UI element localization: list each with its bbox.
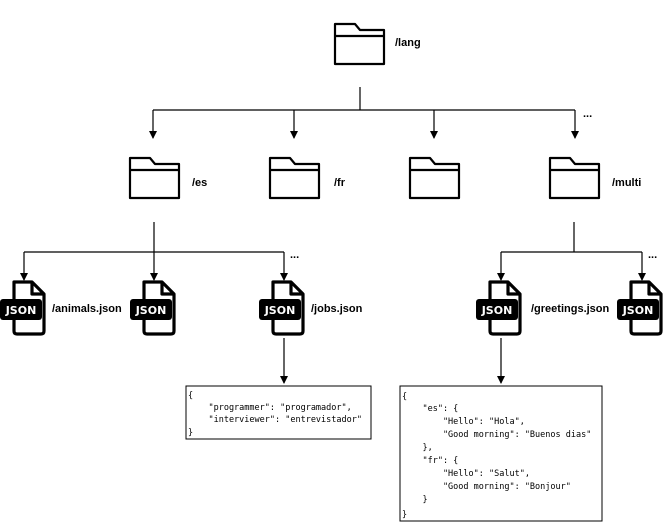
folder-icon: [333, 22, 386, 66]
json-badge: JSON: [5, 304, 37, 317]
json-badge: JSON: [622, 304, 654, 317]
code-line: "Good morning": "Buenos dias": [402, 430, 591, 440]
code-box-frame: [399, 385, 603, 522]
folder-icon: [408, 156, 461, 200]
code-line: "Hello": "Salut",: [402, 469, 530, 479]
code-line: "programmer": "programador",: [188, 403, 352, 413]
json-badge: JSON: [481, 304, 513, 317]
file-greetings-label: /greetings.json: [531, 303, 610, 315]
file-jobs-json[interactable]: JSON /jobs.json: [257, 280, 363, 336]
es-connectors: [20, 222, 288, 281]
folder-lang[interactable]: /lang: [333, 22, 421, 66]
file-greetings-json[interactable]: JSON /greetings.json: [474, 280, 610, 336]
code-line: }: [402, 495, 428, 505]
es-more-ellipsis: ...: [290, 249, 299, 261]
file-unnamed-json[interactable]: JSON: [128, 280, 176, 336]
file-jobs-label: /jobs.json: [311, 303, 363, 315]
folder-icon: [548, 156, 601, 200]
code-box-frame: [185, 385, 372, 440]
folder-es[interactable]: /es: [128, 156, 207, 200]
jobs-code-box: { "programmer": "programador", "intervie…: [185, 385, 372, 440]
folder-multi-label: /multi: [612, 177, 641, 189]
folder-es-label: /es: [192, 177, 207, 189]
code-line: },: [402, 443, 433, 453]
file-animals-json[interactable]: JSON /animals.json: [0, 280, 122, 336]
folder-lang-label: /lang: [395, 37, 421, 49]
folder-fr[interactable]: /fr: [268, 156, 346, 200]
code-line: "interviewer": "entrevistador": [188, 415, 362, 425]
lang-more-ellipsis: ...: [583, 108, 592, 120]
folder-unnamed[interactable]: [408, 156, 461, 200]
code-line: }: [188, 428, 193, 438]
file-multi-unnamed-json[interactable]: JSON: [615, 280, 663, 336]
folder-icon: [128, 156, 181, 200]
code-line: {: [402, 392, 407, 402]
folder-icon: [268, 156, 321, 200]
json-badge: JSON: [135, 304, 167, 317]
file-animals-label: /animals.json: [52, 303, 122, 315]
code-line: "es": {: [402, 404, 458, 414]
code-line: "fr": {: [402, 456, 458, 466]
root-connectors: [149, 87, 579, 139]
json-badge: JSON: [264, 304, 296, 317]
folder-multi[interactable]: /multi: [548, 156, 641, 200]
code-line: "Hello": "Hola",: [402, 417, 525, 427]
code-line: {: [188, 391, 193, 401]
greetings-code-box: { "es": { "Hello": "Hola", "Good morning…: [399, 385, 603, 522]
code-line: "Good morning": "Bonjour": [402, 482, 571, 492]
code-line: }: [402, 510, 407, 520]
multi-connectors: [497, 222, 646, 281]
folder-fr-label: /fr: [334, 177, 346, 189]
multi-more-ellipsis: ...: [648, 249, 657, 261]
